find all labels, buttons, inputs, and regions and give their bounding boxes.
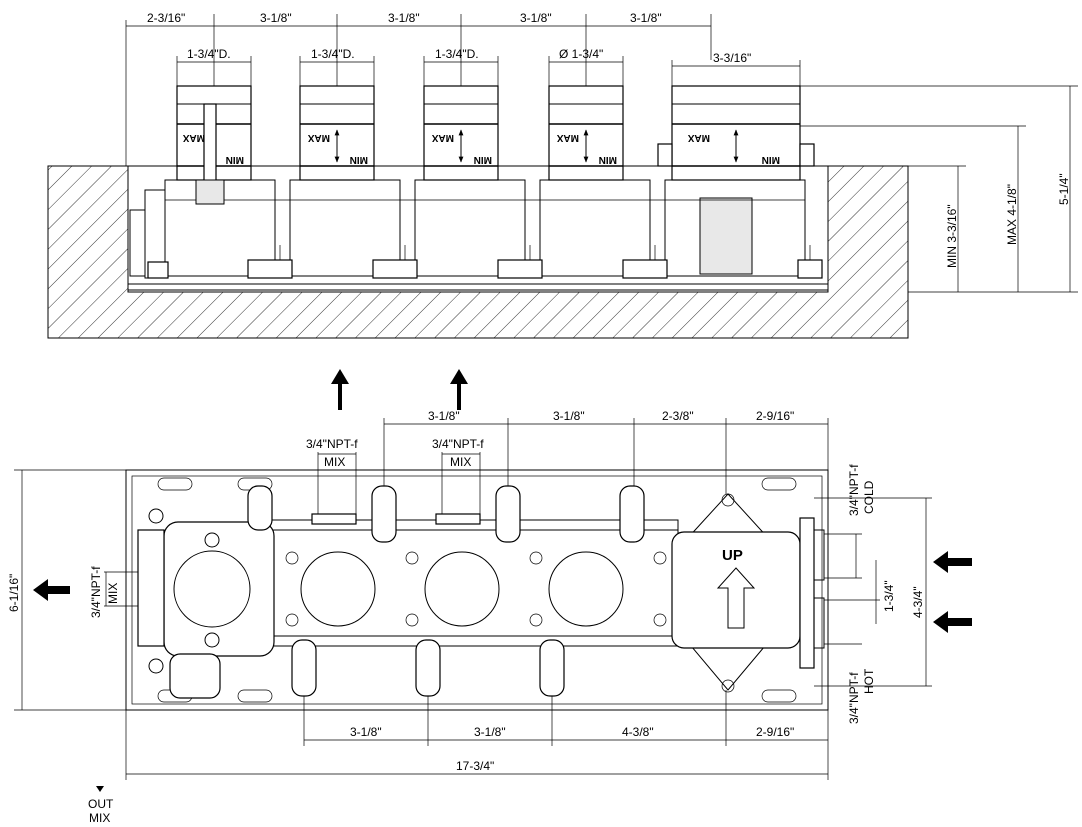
section-view: MAX MIN MAX MIN MAX MIN MAX MIN MAX MIN: [47, 11, 1078, 339]
side-port-name: MIX: [106, 583, 120, 604]
front-view: UP 3-1/8" 3-1/8" 2-3/8" 2-9/16" 3/4"NPT-…: [7, 409, 972, 825]
min-label-4: MIN: [599, 154, 617, 165]
port-dia-4: Ø 1-3/4": [559, 47, 603, 61]
cartridge-diverter: [657, 85, 815, 181]
min-label-2: MIN: [350, 154, 368, 165]
min-label-5: MIN: [762, 154, 780, 165]
min-label-3: MIN: [474, 154, 492, 165]
dim-inlet-spacing: 1-3/4": [882, 580, 896, 612]
cartridge-hole-1: [300, 551, 376, 627]
cold-inlet-arrow-icon: [933, 551, 972, 573]
dim-total-depth: 5-1/4": [1057, 173, 1071, 205]
dim-front-top-3: 2-3/8": [662, 409, 694, 423]
hot-port-name: HOT: [862, 668, 876, 694]
dim-top-row: 2-3/16" 3-1/8" 3-1/8" 3-1/8" 3-1/8": [147, 11, 662, 25]
dim-top-1: 2-3/16": [147, 11, 185, 25]
cartridge-4: [548, 85, 624, 181]
cartridge-hole-3: [548, 551, 624, 627]
dim-max-depth: MAX 4-1/8": [1005, 184, 1019, 245]
dim-top-5: 3-1/8": [630, 11, 662, 25]
port-dia-3: 1-3/4"D.: [435, 47, 479, 61]
mix-port-2-name: MIX: [450, 455, 471, 469]
up-direction-icon: [716, 567, 756, 629]
mix-port-1-size: 3/4"NPT-f: [306, 437, 358, 451]
min-label-1: MIN: [226, 154, 244, 165]
max-label-4: MAX: [556, 132, 579, 143]
dim-front-bottom-3: 4-3/8": [622, 725, 654, 739]
dim-front-bottom-4: 2-9/16": [756, 725, 794, 739]
up-label: UP: [722, 547, 743, 564]
dim-top-2: 3-1/8": [260, 11, 292, 25]
max-label-5: MAX: [687, 132, 710, 143]
dim-front-bottom-2: 3-1/8": [474, 725, 506, 739]
dim-front-top-1: 3-1/8": [428, 409, 460, 423]
dim-overall-height: 6-1/16": [7, 574, 21, 612]
up-arrow-icon: [331, 369, 349, 410]
dim-inlet-height: 4-3/4": [911, 586, 925, 618]
max-label-3: MAX: [431, 132, 454, 143]
left-arrow-icon: [33, 579, 70, 601]
cartridge-hole-2: [424, 551, 500, 627]
hot-port-size: 3/4"NPT-f: [847, 672, 861, 724]
cartridge-3: [423, 85, 499, 181]
hot-inlet-arrow-icon: [933, 611, 972, 633]
dim-front-top-4: 2-9/16": [756, 409, 794, 423]
cartridge-2: [299, 85, 375, 181]
out-arrow-icon: [96, 786, 104, 792]
dim-front-bottom-1: 3-1/8": [350, 725, 382, 739]
dim-front-top-2: 3-1/8": [553, 409, 585, 423]
up-arrow-icon: [450, 369, 468, 410]
cold-port-name: COLD: [862, 480, 876, 514]
out-label: OUT: [88, 797, 114, 811]
port-dia-1: 1-3/4"D.: [187, 47, 231, 61]
mix-port-1-name: MIX: [324, 455, 345, 469]
max-label-2: MAX: [307, 132, 330, 143]
port-dia-2: 1-3/4"D.: [311, 47, 355, 61]
dim-top-4: 3-1/8": [520, 11, 552, 25]
dim-min-depth: MIN 3-3/16": [945, 204, 959, 268]
max-label-1: MAX: [182, 132, 205, 143]
mix-port-2-size: 3/4"NPT-f: [432, 437, 484, 451]
cold-port-size: 3/4"NPT-f: [847, 464, 861, 516]
dim-overall-width: 17-3/4": [456, 759, 494, 773]
port-dia-big: 3-3/16": [713, 51, 751, 65]
side-port-size: 3/4"NPT-f: [89, 566, 103, 618]
dim-top-3: 3-1/8": [388, 11, 420, 25]
mix-label: MIX: [89, 811, 110, 825]
mounting-plate: [125, 469, 829, 711]
